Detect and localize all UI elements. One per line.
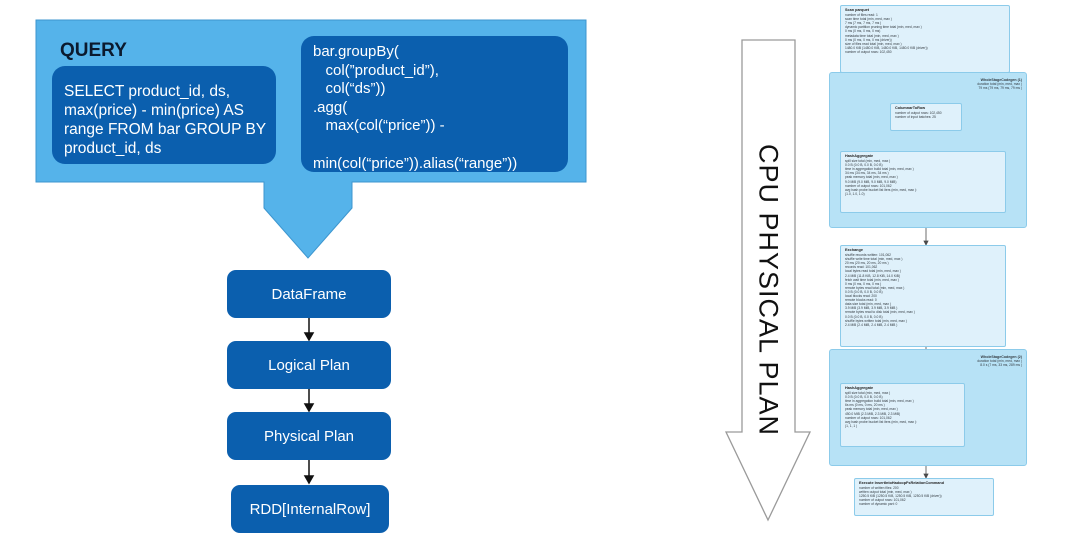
plan-node-hash-aggregate-2: HashAggregate spill size total (min, med… (840, 383, 965, 447)
plan-node-scan: Scan parquet number of files read: 1 sca… (840, 5, 1010, 73)
plan-stage-1-title: WholeStageCodegen (1) (980, 78, 1022, 82)
flow-arrows (303, 318, 315, 485)
plan-node-execute-insert-body: number of written files: 200 written out… (859, 486, 942, 507)
plan-stage-1-detail: duration total (min, med, max ) 79 ms (7… (977, 82, 1022, 90)
dataframe-code-box (301, 36, 568, 172)
plan-node-exchange-body: shuffle records written: 101,062 shuffle… (845, 253, 915, 327)
flow-box-rdd: RDD[InternalRow] (231, 485, 389, 533)
sql-query-text: SELECT product_id, ds, max(price) - min(… (64, 83, 267, 157)
plan-node-columnar-title: ColumnarToRow (895, 106, 926, 110)
plan-node-scan-body: number of files read: 1 scan time total … (845, 13, 928, 54)
plan-stage-2-title: WholeStageCodegen (2) (980, 355, 1022, 359)
cpu-plan-arrow (724, 39, 812, 522)
plan-node-scan-title: Scan parquet (845, 8, 870, 12)
flow-box-physical-plan: Physical Plan (227, 412, 391, 460)
plan-node-columnar-body: number of output rows: 102,450 number of… (895, 111, 942, 120)
plan-node-hash-aggregate-1-body: spill size total (min, med, max ) 0.0 B … (845, 159, 918, 196)
query-title: QUERY (60, 40, 127, 61)
plan-stage-2-detail: duration total (min, med, max ) 8.0 s (7… (977, 359, 1022, 367)
flow-box-dataframe: DataFrame (227, 270, 391, 318)
plan-node-execute-insert: Execute InsertIntoHadoopFsRelationComman… (854, 478, 994, 516)
plan-node-hash-aggregate-1-title: HashAggregate (845, 154, 874, 158)
plan-node-hash-aggregate-1: HashAggregate spill size total (min, med… (840, 151, 1006, 213)
plan-node-exchange: Exchange shuffle records written: 101,06… (840, 245, 1006, 347)
plan-node-hash-aggregate-2-title: HashAggregate (845, 386, 874, 390)
dataframe-code-text: bar.groupBy( col(”product_id”), col(“ds”… (313, 43, 518, 172)
plan-node-execute-insert-title: Execute InsertIntoHadoopFsRelationComman… (859, 481, 945, 485)
cpu-plan-label: CPU PHYSICAL PLAN (753, 143, 784, 437)
plan-node-columnar: ColumnarToRow number of output rows: 102… (890, 103, 962, 131)
sql-query-box (52, 66, 276, 164)
flow-box-logical-plan: Logical Plan (227, 341, 391, 389)
plan-node-exchange-title: Exchange (845, 248, 863, 252)
plan-node-hash-aggregate-2-body: spill size total (min, med, max ) 0.0 B … (845, 391, 918, 428)
